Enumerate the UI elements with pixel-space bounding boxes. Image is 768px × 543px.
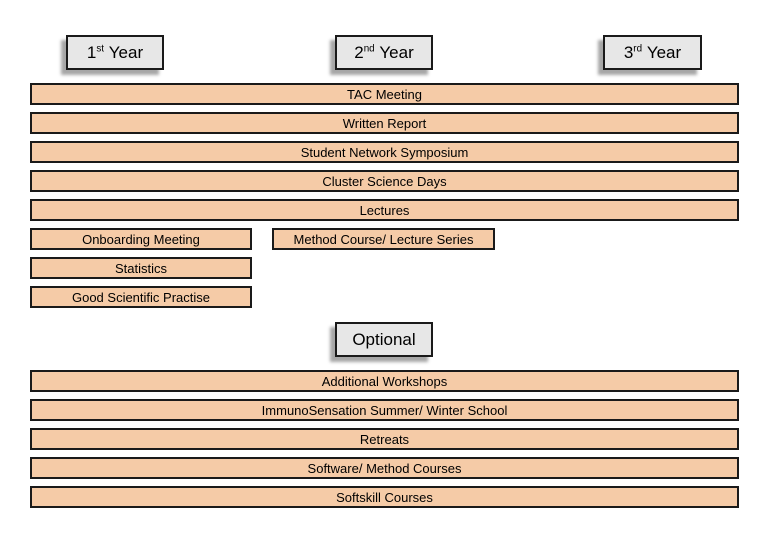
bar-method-course-lecture-series: Method Course/ Lecture Series <box>272 228 495 250</box>
ordinal-superscript: rd <box>633 43 643 55</box>
ordinal-superscript: st <box>96 43 105 55</box>
bar-lectures: Lectures <box>30 199 739 221</box>
bar-student-network-symposium: Student Network Symposium <box>30 141 739 163</box>
bar-retreats: Retreats <box>30 428 739 450</box>
bar-onboarding-meeting: Onboarding Meeting <box>30 228 252 250</box>
bar-softskill-courses: Softskill Courses <box>30 486 739 508</box>
bar-written-report: Written Report <box>30 112 739 134</box>
bar-good-scientific-practise: Good Scientific Practise <box>30 286 252 308</box>
ordinal-superscript: nd <box>363 43 375 55</box>
bar-additional-workshops: Additional Workshops <box>30 370 739 392</box>
bar-statistics: Statistics <box>30 257 252 279</box>
bar-software-method-courses: Software/ Method Courses <box>30 457 739 479</box>
optional-section-header: Optional <box>335 322 433 357</box>
bar-immunosensation-summer-winter-school: ImmunoSensation Summer/ Winter School <box>30 399 739 421</box>
bar-tac-meeting: TAC Meeting <box>30 83 739 105</box>
optional-header-label: Optional <box>352 330 416 349</box>
bar-cluster-science-days: Cluster Science Days <box>30 170 739 192</box>
